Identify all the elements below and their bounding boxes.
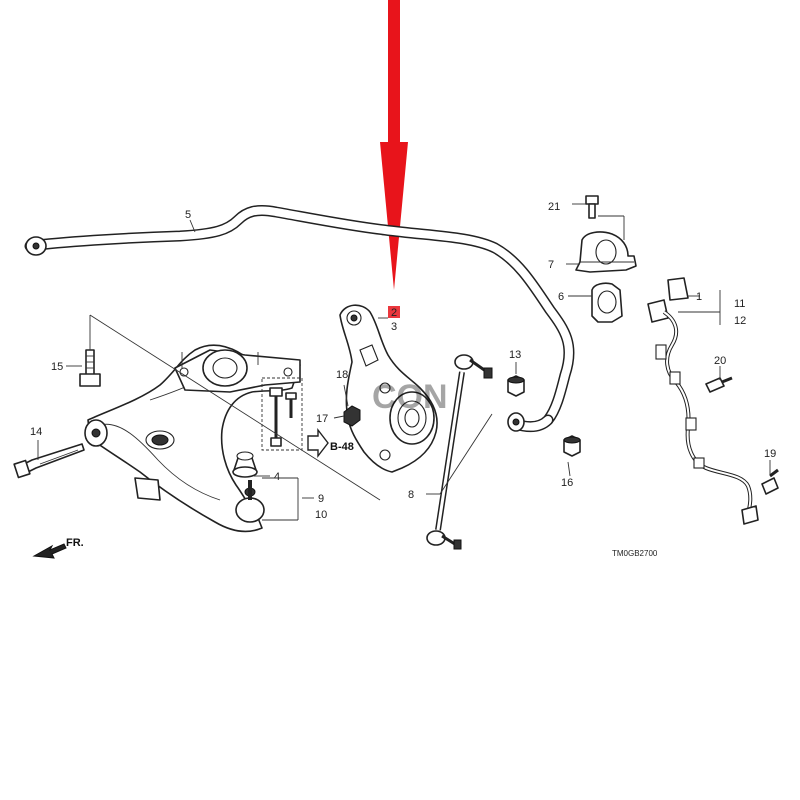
leader-lines (37, 203, 771, 521)
callout-1: 1 (696, 291, 702, 303)
callout-21: 21 (548, 201, 560, 213)
bolts-group (261, 377, 303, 451)
callout-9: 9 (318, 493, 324, 505)
callout-4: 4 (274, 471, 280, 483)
callout-3: 3 (391, 321, 397, 333)
front-direction-arrow (32, 543, 67, 559)
callout-11: 11 (734, 298, 745, 310)
callout-7: 7 (548, 259, 554, 271)
callout-6: 6 (558, 291, 564, 303)
callout-8: 8 (408, 489, 414, 501)
bolt-21 (585, 195, 599, 219)
callout-17: 17 (316, 413, 328, 425)
red-arrow-indicator (380, 0, 408, 290)
callout-2-highlight (388, 306, 400, 318)
callout-19: 19 (764, 448, 776, 460)
nut-16 (563, 435, 581, 457)
callout-13: 13 (509, 349, 521, 361)
callout-10: 10 (315, 509, 327, 521)
callout-2: 2 (391, 307, 397, 319)
bolt-15 (79, 349, 101, 387)
watermark-text: CON (372, 378, 448, 416)
callout-20: 20 (714, 355, 726, 367)
callout-16: 16 (561, 477, 573, 489)
stabilizer-bracket (575, 231, 637, 273)
callout-14: 14 (30, 426, 42, 438)
bolt-19 (761, 468, 779, 495)
bolt-14 (13, 443, 85, 479)
lower-control-arm (84, 344, 301, 533)
diagram-code: TM0GB2700 (612, 549, 658, 558)
nut-13 (507, 375, 525, 397)
reference-label: B-48 (330, 441, 354, 453)
stabilizer-link (426, 354, 493, 550)
stabilizer-bushing (591, 282, 623, 323)
steering-knuckle (339, 304, 438, 473)
callout-12: 12 (734, 315, 746, 327)
direction-label: FR. (66, 537, 84, 549)
callout-18: 18 (336, 369, 348, 381)
callout-5: 5 (185, 209, 191, 221)
nut-17 (343, 405, 361, 427)
abs-sensor (647, 277, 759, 525)
reference-arrow (307, 427, 329, 459)
stabilizer-bar (24, 204, 575, 433)
bolt-20 (705, 376, 733, 393)
callout-15: 15 (51, 361, 63, 373)
ball-joint (232, 451, 265, 523)
